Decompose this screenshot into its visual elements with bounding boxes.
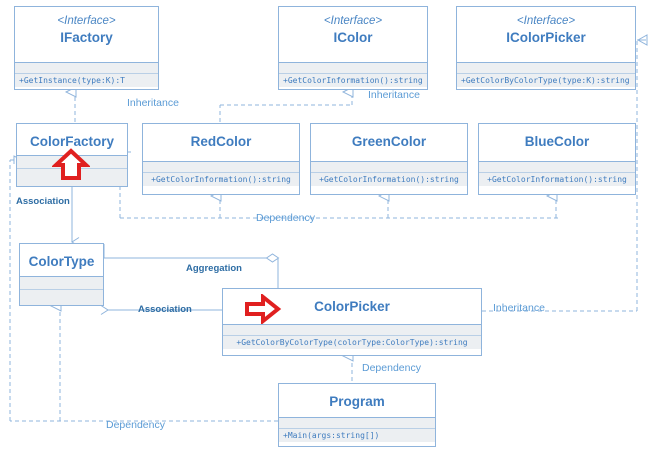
class-header: <Interface> IColorPicker: [457, 7, 635, 63]
edge-label-dependency-bottom: Dependency: [106, 419, 165, 431]
class-box-program[interactable]: Program +Main(args:string[]): [278, 383, 436, 447]
stereotype-label: <Interface>: [57, 15, 116, 27]
class-header: BlueColor: [479, 124, 635, 162]
edge-label-inheritance-top-mid: Inheritance: [368, 89, 420, 101]
edge-label-dependency-lower: Dependency: [362, 362, 421, 374]
class-name: Program: [329, 394, 385, 409]
attributes-compartment: [20, 277, 103, 290]
class-box-icolorpicker[interactable]: <Interface> IColorPicker +GetColorByColo…: [456, 6, 636, 90]
class-box-bluecolor[interactable]: BlueColor +GetColorInformation():string: [478, 123, 636, 195]
operations-compartment: +GetColorInformation():string: [279, 74, 427, 87]
stereotype-label: <Interface>: [323, 15, 383, 27]
class-header: RedColor: [143, 124, 299, 162]
attributes-compartment: [279, 418, 435, 429]
class-header: Program: [279, 384, 435, 418]
class-header: GreenColor: [311, 124, 467, 162]
class-box-greencolor[interactable]: GreenColor +GetColorInformation():string: [310, 123, 468, 195]
attributes-compartment: [143, 162, 299, 173]
operations-compartment: [20, 290, 103, 305]
stereotype-label: <Interface>: [516, 15, 576, 27]
operations-compartment: +GetInstance(type:K):T: [15, 74, 158, 87]
attributes-compartment: [457, 63, 635, 74]
class-name: IColor: [333, 30, 373, 45]
operations-compartment: +Main(args:string[]): [279, 429, 435, 442]
attributes-compartment: [223, 325, 481, 336]
class-header: ColorType: [20, 244, 103, 277]
edge-label-inheritance-top-left: Inheritance: [127, 97, 179, 109]
attributes-compartment: [279, 63, 427, 74]
arrow-right-icon: [245, 294, 282, 324]
class-name: RedColor: [190, 134, 252, 149]
operations-compartment: +GetColorByColorType(type:K):string: [457, 74, 635, 87]
class-box-redcolor[interactable]: RedColor +GetColorInformation():string: [142, 123, 300, 195]
class-box-ifactory[interactable]: <Interface> IFactory +GetInstance(type:K…: [14, 6, 159, 90]
class-name: GreenColor: [351, 134, 427, 149]
class-name: ColorType: [28, 254, 95, 269]
class-header: <Interface> IFactory: [15, 7, 158, 63]
operations-compartment: +GetColorInformation():string: [143, 173, 299, 186]
class-name: IFactory: [60, 30, 113, 45]
class-header: <Interface> IColor: [279, 7, 427, 63]
class-name: ColorPicker: [314, 299, 390, 314]
class-box-icolor[interactable]: <Interface> IColor +GetColorInformation(…: [278, 6, 428, 90]
operations-compartment: +GetColorInformation():string: [479, 173, 635, 186]
class-name: BlueColor: [524, 134, 590, 149]
edge-label-dependency-mid: Dependency: [256, 212, 315, 224]
attributes-compartment: [15, 63, 158, 74]
attributes-compartment: [479, 162, 635, 173]
arrow-up-icon: [52, 148, 90, 180]
class-box-colortype[interactable]: ColorType: [19, 243, 104, 306]
class-name: ColorFactory: [29, 134, 114, 149]
attributes-compartment: [311, 162, 467, 173]
edge-label-association-mid: Association: [138, 304, 192, 315]
edge-label-association-left: Association: [16, 196, 70, 207]
edge-label-aggregation: Aggregation: [186, 263, 242, 274]
operations-compartment: +GetColorByColorType(colorType:ColorType…: [223, 336, 481, 349]
edge-label-inheritance-right: Inheritance: [493, 302, 545, 314]
operations-compartment: +GetColorInformation():string: [311, 173, 467, 186]
class-name: IColorPicker: [506, 30, 586, 45]
